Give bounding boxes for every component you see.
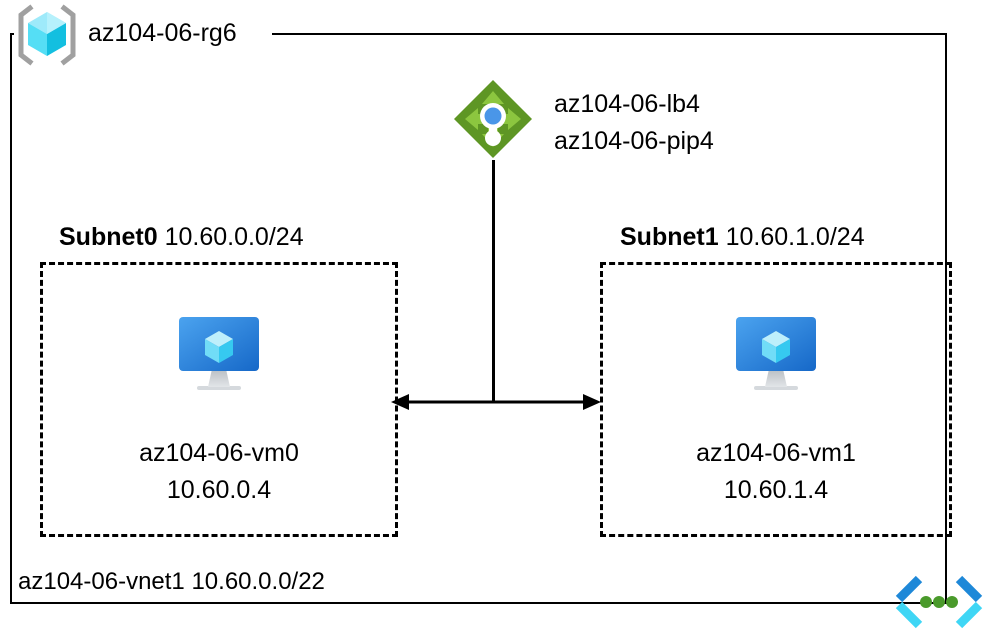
- resource-group-border-bottom: [10, 602, 947, 604]
- subnet0-cidr: 10.60.0.0/24: [164, 223, 304, 251]
- subnet-interconnect-arrow: [390, 384, 602, 420]
- resource-group-border-top-left: [10, 33, 14, 35]
- resource-group-label: az104-06-rg6: [88, 19, 237, 47]
- vm1-labels: az104-06-vm1 10.60.1.4: [600, 435, 952, 509]
- subnet0-name: Subnet0: [59, 223, 158, 251]
- load-balancer-labels: az104-06-lb4 az104-06-pip4: [554, 86, 714, 160]
- subnet1-name: Subnet1: [620, 223, 719, 251]
- subnet1-header: Subnet1 10.60.1.0/24: [620, 222, 865, 252]
- virtual-machine-icon: [730, 313, 822, 393]
- vm1-name: az104-06-vm1: [696, 439, 856, 467]
- resource-group-border-right: [945, 33, 947, 604]
- subnet1-cidr: 10.60.1.0/24: [725, 223, 865, 251]
- subnet1-boundary: [600, 262, 952, 537]
- subnet0-header: Subnet0 10.60.0.0/24: [59, 222, 304, 252]
- resource-group-border-left: [10, 33, 12, 604]
- load-balancer-connector-line: [492, 160, 495, 402]
- virtual-network-icon: [893, 575, 985, 631]
- vm0-labels: az104-06-vm0 10.60.0.4: [40, 435, 398, 509]
- vm0-name: az104-06-vm0: [139, 439, 299, 467]
- resource-group-cube-icon: [16, 4, 78, 66]
- load-balancer-name-label: az104-06-lb4: [554, 90, 700, 118]
- vm0-ip: 10.60.0.4: [166, 476, 272, 504]
- load-balancer-icon: [452, 78, 534, 160]
- vnet-label: az104-06-vnet1 10.60.0.0/22: [18, 568, 325, 595]
- resource-group-border-top-right: [272, 33, 947, 35]
- subnet0-boundary: [40, 262, 398, 537]
- virtual-machine-icon: [173, 313, 265, 393]
- vm1-ip: 10.60.1.4: [723, 476, 829, 504]
- public-ip-name-label: az104-06-pip4: [554, 127, 714, 155]
